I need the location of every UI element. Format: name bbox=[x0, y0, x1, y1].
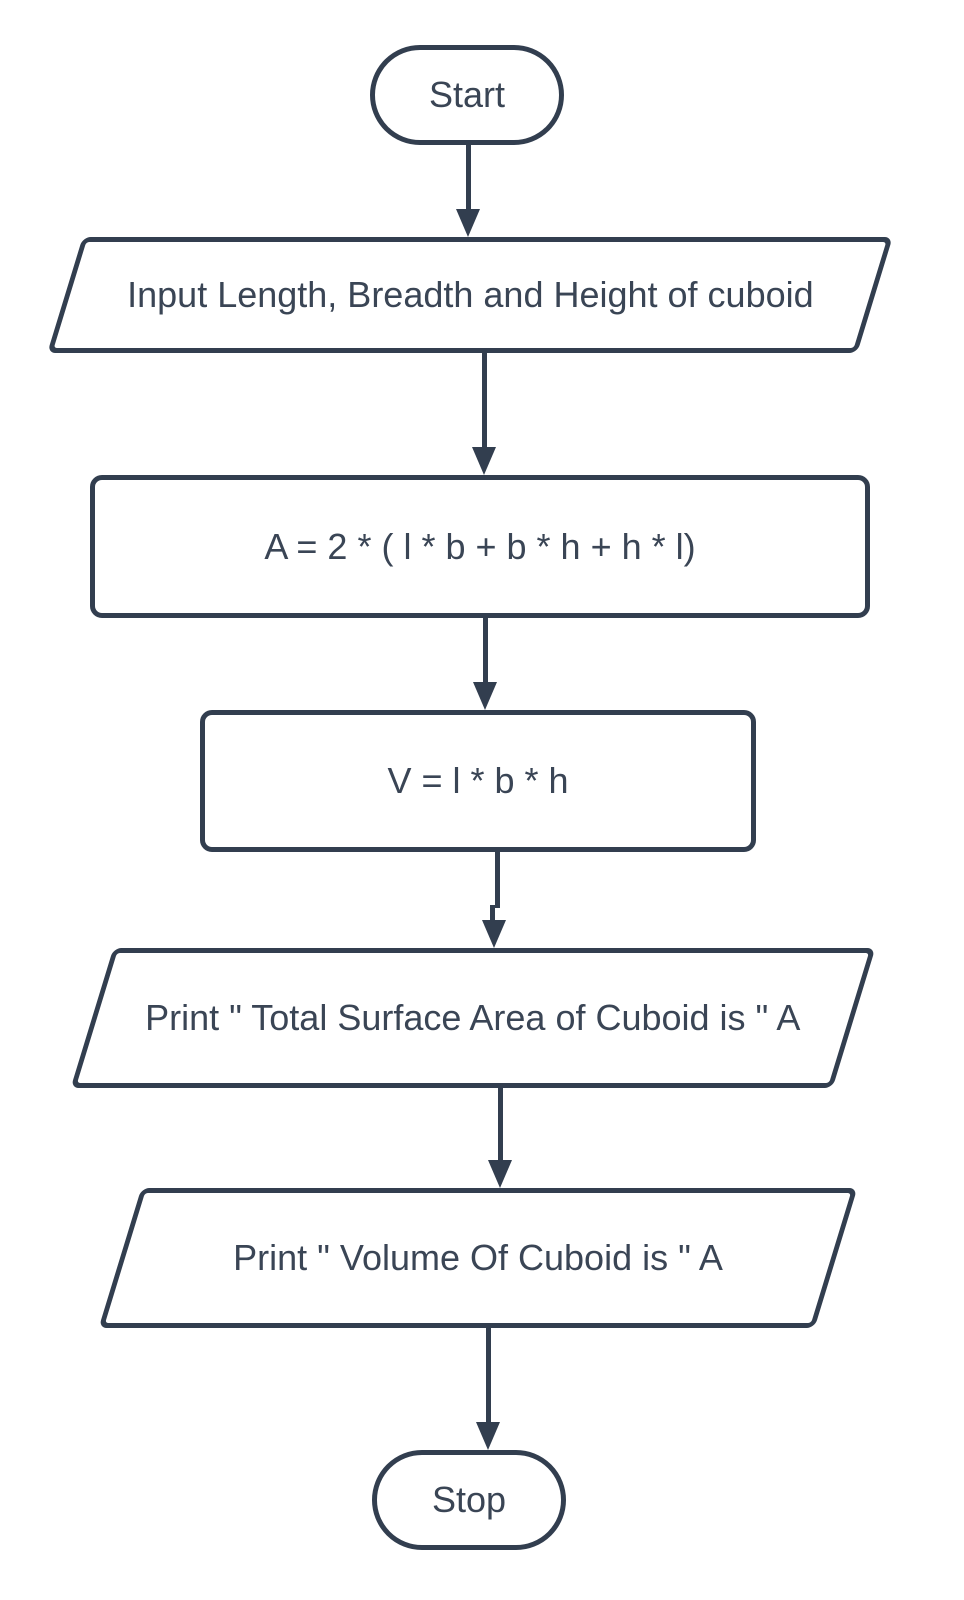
flow-arrow-start-to-input bbox=[456, 145, 480, 237]
flowchart-node-print-volume: Print " Volume Of Cuboid is " A bbox=[98, 1188, 858, 1328]
flowchart-node-start: Start bbox=[370, 45, 564, 145]
flowchart-node-stop: Stop bbox=[372, 1450, 566, 1550]
arrow-shaft bbox=[481, 353, 487, 455]
node-print-area-label: Print " Total Surface Area of Cuboid is … bbox=[145, 997, 801, 1039]
flow-arrow-print-area-to-print-volume bbox=[488, 1088, 512, 1188]
arrow-shaft bbox=[495, 852, 500, 908]
arrowhead-down-icon bbox=[472, 447, 496, 475]
flow-arrow-volume-to-print-area bbox=[482, 852, 506, 948]
arrow-shaft bbox=[465, 145, 471, 217]
flowchart-node-volume-process: V = l * b * h bbox=[200, 710, 756, 852]
arrow-shaft bbox=[482, 618, 488, 690]
arrowhead-down-icon bbox=[482, 920, 506, 948]
arrow-shaft bbox=[490, 905, 495, 924]
node-input-label: Input Length, Breadth and Height of cubo… bbox=[126, 274, 814, 316]
flowchart-node-print-area: Print " Total Surface Area of Cuboid is … bbox=[70, 948, 876, 1088]
arrowhead-down-icon bbox=[456, 209, 480, 237]
node-surface-area-label: A = 2 * ( l * b + b * h + h * l) bbox=[264, 525, 696, 567]
arrowhead-down-icon bbox=[476, 1422, 500, 1450]
flowchart-node-surface-area-process: A = 2 * ( l * b + b * h + h * l) bbox=[90, 475, 870, 618]
node-start-label: Start bbox=[428, 74, 506, 116]
node-stop-label: Stop bbox=[431, 1479, 507, 1521]
arrow-shaft bbox=[497, 1088, 503, 1168]
flow-arrow-input-to-area bbox=[472, 353, 496, 475]
node-volume-label: V = l * b * h bbox=[387, 760, 569, 802]
arrowhead-down-icon bbox=[473, 682, 497, 710]
flow-arrow-print-volume-to-stop bbox=[476, 1328, 500, 1450]
flowchart-node-input: Input Length, Breadth and Height of cubo… bbox=[47, 237, 893, 353]
arrowhead-down-icon bbox=[488, 1160, 512, 1188]
node-print-volume-label: Print " Volume Of Cuboid is " A bbox=[233, 1237, 723, 1279]
arrow-shaft bbox=[485, 1328, 491, 1430]
flow-arrow-area-to-volume bbox=[473, 618, 497, 710]
